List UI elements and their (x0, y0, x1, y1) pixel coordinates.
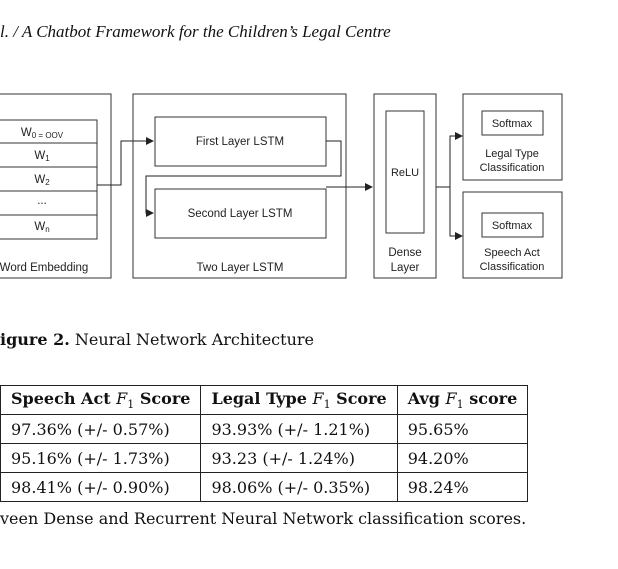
table-cell: 97.36% (+/- 0.57%) (0, 414, 202, 444)
first-lstm-label: First Layer LSTM (196, 136, 284, 148)
speech-act-label-line1: Speech Act (484, 247, 540, 259)
results-table: Speech Act F1 Score Legal Type F1 Score … (0, 385, 529, 502)
legal-type-label-line1: Legal Type (485, 148, 539, 160)
table-cell: 93.93% (+/- 1.21%) (200, 414, 398, 444)
header-legal-type-f1: Legal Type F1 Score (200, 385, 398, 415)
table-header-row: Speech Act F1 Score Legal Type F1 Score … (0, 385, 529, 415)
figure-caption-text: Neural Network Architecture (74, 330, 314, 349)
table-caption: veen Dense and Recurrent Neural Network … (0, 509, 527, 528)
table-row: 95.16% (+/- 1.73%) 93.23 (+/- 1.24%) 94.… (0, 443, 529, 473)
figure-caption: igure 2. Neural Network Architecture (0, 330, 314, 349)
dense-label-line1: Dense (388, 247, 421, 259)
relu-label: ReLU (391, 167, 419, 179)
table-row: 97.36% (+/- 0.57%) 93.93% (+/- 1.21%) 95… (0, 414, 529, 444)
embedding-word-4: Wn (34, 221, 49, 234)
running-header: l. / A Chatbot Framework for the Childre… (0, 22, 391, 41)
table-cell: 98.24% (396, 472, 529, 502)
table-cell: 95.65% (396, 414, 529, 444)
legal-type-label-line2: Classification (480, 162, 545, 174)
embedding-word-3: ... (37, 195, 47, 207)
second-lstm-label: Second Layer LSTM (188, 208, 293, 220)
architecture-diagram: W0 = OOV W1 W2 ... Wn Word Embedding Fir… (0, 93, 563, 279)
table-cell: 93.23 (+/- 1.24%) (200, 443, 398, 473)
table-cell: 98.41% (+/- 0.90%) (0, 472, 202, 502)
softmax-label-2: Softmax (492, 220, 533, 232)
two-layer-lstm-label: Two Layer LSTM (197, 262, 284, 274)
table-cell: 98.06% (+/- 0.35%) (200, 472, 398, 502)
header-speech-act-f1: Speech Act F1 Score (0, 385, 202, 415)
two-layer-lstm-block: First Layer LSTM Second Layer LSTM Two L… (132, 93, 347, 279)
softmax-label-1: Softmax (492, 118, 533, 130)
dense-label-line2: Layer (391, 262, 420, 274)
table-row: 98.41% (+/- 0.90%) 98.06% (+/- 0.35%) 98… (0, 472, 529, 502)
legal-type-output-block: Softmax Legal Type Classification (462, 93, 563, 181)
table-cell: 95.16% (+/- 1.73%) (0, 443, 202, 473)
word-embedding-label: Word Embedding (0, 262, 88, 274)
word-embedding-block: W0 = OOV W1 W2 ... Wn Word Embedding (0, 93, 112, 279)
dense-layer-block: ReLU Dense Layer (373, 93, 437, 279)
figure-caption-label: igure 2. (0, 330, 70, 349)
embedding-word-1: W1 (34, 150, 50, 163)
header-avg-f1: Avg F1 score (396, 385, 529, 415)
speech-act-label-line2: Classification (480, 261, 545, 273)
speech-act-output-block: Softmax Speech Act Classification (462, 191, 563, 279)
embedding-word-2: W2 (34, 174, 50, 187)
embedding-word-0: W0 = OOV (21, 127, 64, 140)
table-cell: 94.20% (396, 443, 529, 473)
